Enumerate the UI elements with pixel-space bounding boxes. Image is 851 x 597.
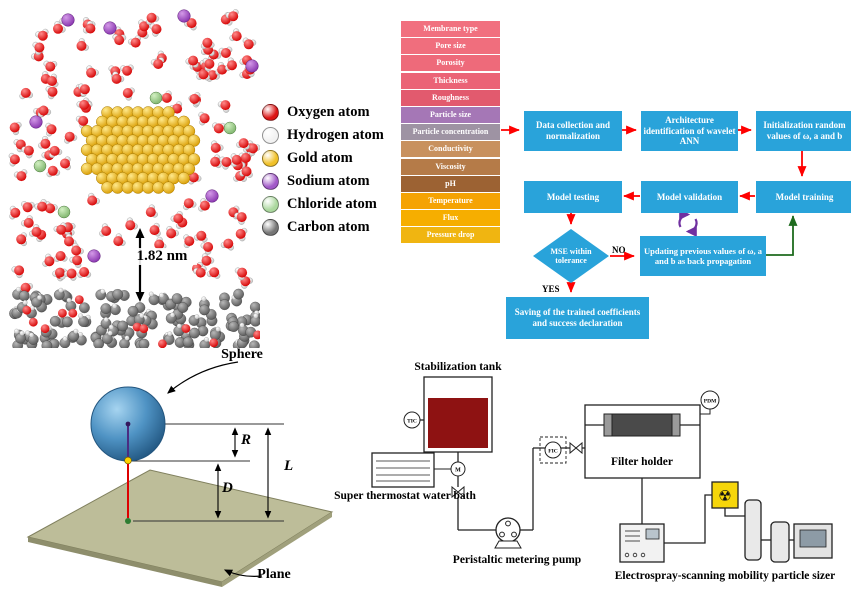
flow-node-mse-decision: MSE within tolerance [537,241,605,271]
parameter-viscosity: Viscosity [401,158,500,175]
valve [451,485,465,499]
flow-node-label: Model testing [546,191,600,202]
particle-sizer-label: Electrospray-scanning mobility particle … [614,570,836,582]
flowchart-arrows [501,125,807,293]
tank-sensor [403,411,421,429]
flow-node-label: Data collection and normalization [536,120,610,141]
filter-holder [611,413,673,437]
parameter-particle-size: Particle size [401,106,500,123]
filter-holder-label: Filter holder [610,456,674,468]
flow-node-initialization: Initialization random values of ω, a and… [756,111,851,151]
legend-label: Oxygen atom [287,104,370,120]
parameter-particle-concentration: Particle concentration [401,124,500,141]
parameter-membrane-type: Membrane type [401,21,500,37]
flow-node-label: Saving of the trained coefficients and s… [514,307,641,328]
plane-label: Plane [257,567,291,582]
parameter-thickness: Thickness [401,72,500,89]
hydrogen-atom-swatch [262,127,279,144]
parameter-porosity: Porosity [401,55,500,72]
legend-item-carbon: Carbon atom [262,216,384,239]
molecular-simulation-image [8,9,260,348]
pressure-sensor-tag: PDM [704,399,717,405]
legend-label: Gold atom [287,150,353,166]
gap-dim-label: D [222,480,233,496]
plane-point [125,518,131,524]
chloride-atom-swatch [262,196,279,213]
stabilization-tank-label: Stabilization tank [414,361,502,373]
plane-edge [28,537,222,587]
legend-item-hydrogen: Hydrogen atom [262,124,384,147]
flow-node-architecture: Architecture identification of wavelet A… [641,111,738,151]
flow-node-data-collection: Data collection and normalization [524,111,622,151]
distance-label: 1.82 nm [127,248,197,265]
pump-label: Peristaltic metering pump [452,554,582,566]
radius-dim-label: R [241,432,252,448]
flow-node-label: Initialization random values of ω, a and… [763,120,846,141]
iteration-loop-icon [678,209,698,237]
parameter-pore-size: Pore size [401,38,500,55]
plane-surface [26,469,334,583]
experimental-setup-diagram [371,376,833,563]
flow-node-label: Updating previous values of ω, a and b a… [644,245,762,266]
branch-label-yes: YES [542,284,560,294]
branch-label-no: NO [612,245,626,255]
flow-node-model-testing: Model testing [524,181,622,213]
radiation-icon: ☢ [718,489,731,505]
sphere-plane-diagram [26,361,334,587]
flow-sensor [544,441,562,459]
radiation-source [711,481,739,509]
contact-point [124,456,132,465]
flow-node-updating: Updating previous values of ω, a and b a… [640,236,766,276]
flow-node-model-validation: Model validation [641,181,738,213]
legend-label: Chloride atom [287,196,377,212]
flow-node-label: Architecture identification of wavelet A… [643,115,736,147]
decision-diamond [533,229,609,283]
parameter-temperature: Temperature [401,192,500,209]
legend-item-gold: Gold atom [262,147,384,170]
parameter-flux: Flux [401,210,500,227]
classifier-column [770,521,790,563]
parameter-pressure-drop: Pressure drop [401,227,500,244]
plane-edge [222,512,332,587]
sodium-atom-swatch [262,173,279,190]
legend-label: Hydrogen atom [287,127,384,143]
length-dim-label: L [284,458,294,474]
legend-item-sodium: Sodium atom [262,170,384,193]
plane-pointer-arrow [223,569,263,577]
motor-tag: M [455,468,461,474]
flow-node-model-training: Model training [756,181,851,213]
flow-node-label: Model training [775,191,834,202]
parameter-conductivity: Conductivity [401,141,500,158]
carbon-atom-swatch [262,219,279,236]
legend-label: Sodium atom [287,173,370,189]
neutralizer-column [744,499,762,561]
water-bath [371,452,435,488]
parameter-roughness: Roughness [401,89,500,106]
valve [569,441,583,455]
pressure-sensor [700,390,720,410]
flow-node-label: MSE within tolerance [550,246,592,265]
tank-sensor-tag: TIC [407,419,417,425]
flow-sensor-tag: FIC [548,449,558,455]
back-propagation-arrow [763,215,798,256]
legend-item-chloride: Chloride atom [262,193,384,216]
oxygen-atom-swatch [262,104,279,121]
legend-item-oxygen: Oxygen atom [262,101,384,124]
flow-node-saving: Saving of the trained coefficients and s… [506,297,649,339]
parameter-ph: pH [401,175,500,192]
flow-node-label: Model validation [656,191,723,202]
sphere-label: Sphere [221,347,263,362]
legend-label: Carbon atom [287,219,370,235]
water-bath-label: Super thermostat water bath [334,490,476,502]
sphere-pointer-arrow [167,361,239,394]
gold-atom-swatch [262,150,279,167]
dimension-arrows [214,427,272,519]
